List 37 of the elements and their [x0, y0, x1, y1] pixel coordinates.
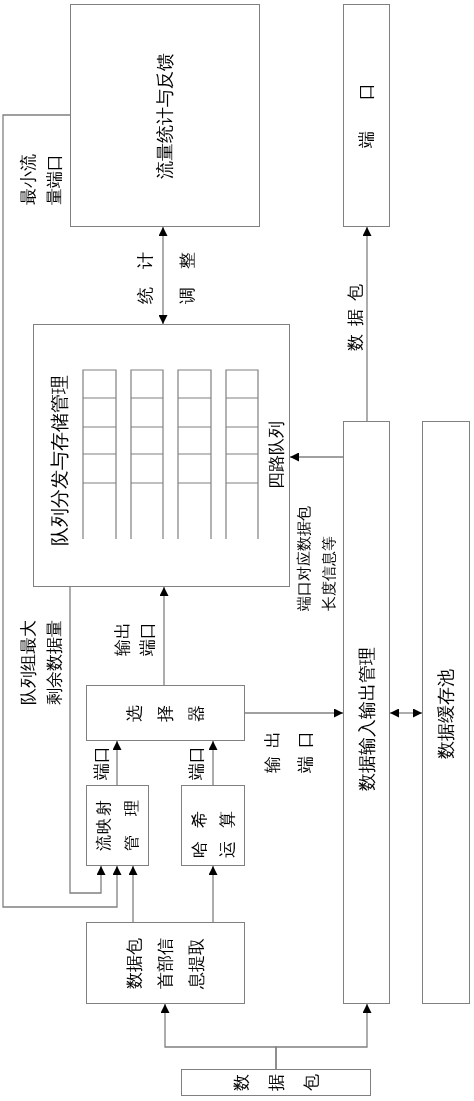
process-box [181, 785, 245, 866]
process-box [343, 421, 390, 1004]
box-label: 流量统计与反馈 [154, 52, 176, 179]
box-label: 流映射管理 [92, 799, 142, 852]
box-label: 数据输入输出管理 [356, 647, 378, 791]
box-label: 哈希运算 [188, 796, 238, 858]
process-box [70, 4, 260, 227]
box-label: 数据包首部信息提取 [123, 936, 207, 991]
arrow [389, 708, 423, 718]
process-box [33, 324, 290, 587]
block-title: 队列分发与存储管理 [48, 375, 71, 546]
arrow [128, 865, 138, 923]
process-box [422, 421, 470, 1004]
arrow [158, 226, 168, 325]
box-label: 数据缓存池 [435, 669, 457, 759]
arrow [362, 226, 372, 422]
arrow [69, 586, 106, 894]
arrow [112, 740, 122, 786]
arrow [244, 708, 344, 718]
process-box [86, 922, 245, 1004]
arrow [159, 586, 169, 686]
edge-label: 端口 [187, 746, 205, 780]
process-box [86, 785, 149, 866]
arrow [208, 865, 218, 923]
arrow [289, 452, 344, 462]
edge-label: 端口 [92, 746, 110, 780]
block-note: 四路队列 [266, 421, 287, 489]
box-label: 端口 [356, 52, 377, 148]
edge-label: 统计调整 [134, 233, 198, 304]
arrow [275, 1003, 372, 1070]
arrow [2, 114, 122, 908]
arrow [208, 740, 218, 786]
process-box [343, 4, 390, 227]
process-box [86, 685, 245, 741]
process-box [181, 1069, 371, 1096]
box-label: 数据包 [229, 1073, 322, 1093]
box-label: 选择器 [123, 703, 207, 724]
